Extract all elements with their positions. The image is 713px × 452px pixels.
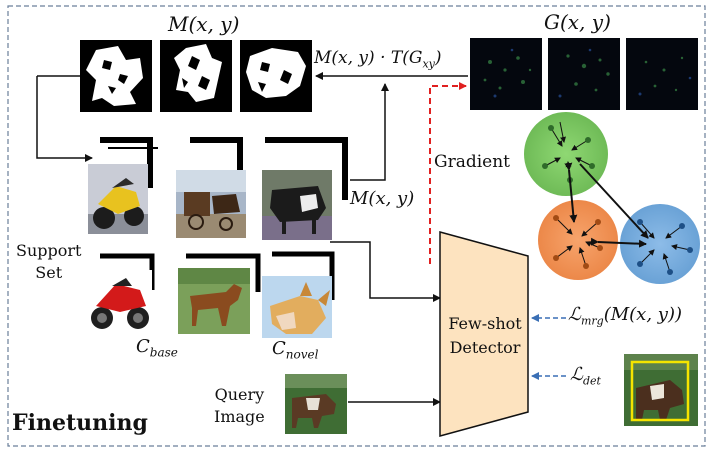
loss-det-label: ℒdet: [570, 364, 601, 388]
query-line-2: Image: [214, 407, 265, 426]
few-shot-detector-box: [439, 231, 529, 437]
c-base-label: Cbase: [136, 336, 178, 360]
mask-side-label: M(x, y): [350, 188, 415, 209]
detector-line-1: Few-shot: [448, 314, 522, 333]
transform-label: M(x, y) · T(Gxy): [314, 48, 442, 71]
cow-image: [262, 170, 332, 240]
gradient-feedback-arrow: [429, 82, 467, 264]
outer-frame: [7, 5, 706, 447]
mask-panels: [80, 40, 312, 112]
c-novel-label: Cnovel: [272, 338, 319, 362]
finetuning-label: Finetuning: [12, 410, 148, 436]
cow-head-image: [262, 276, 332, 338]
motorcycle-image: [88, 164, 148, 234]
cluster-orange: [538, 200, 618, 280]
gradient-panels: [470, 38, 698, 110]
detector-line-2: Detector: [449, 338, 521, 357]
gradient-panel-1: [470, 38, 542, 110]
horse-image: [178, 268, 250, 334]
feature-clusters: [524, 112, 700, 284]
gradient-panel-3: [626, 38, 698, 110]
query-line-1: Query: [214, 385, 265, 404]
support-line-1: Support: [16, 241, 82, 260]
detection-bbox: [630, 360, 690, 422]
detector-label: Few-shot Detector: [442, 312, 528, 360]
support-line-2: Set: [35, 263, 63, 282]
query-image: [285, 374, 347, 434]
red-motorcycle-image: [88, 270, 152, 334]
mask-title: M(x, y): [168, 12, 240, 36]
gradient-label: Gradient: [434, 152, 511, 172]
support-set-label: Support Set: [16, 240, 81, 284]
query-image-label: Query Image: [214, 384, 265, 428]
horse-carriage-image: [176, 170, 246, 238]
result-image: [624, 354, 698, 426]
cluster-green: [524, 112, 608, 196]
gradient-title: G(x, y): [544, 10, 611, 34]
loss-mrg-label: ℒmrg(M(x, y)): [568, 304, 682, 328]
